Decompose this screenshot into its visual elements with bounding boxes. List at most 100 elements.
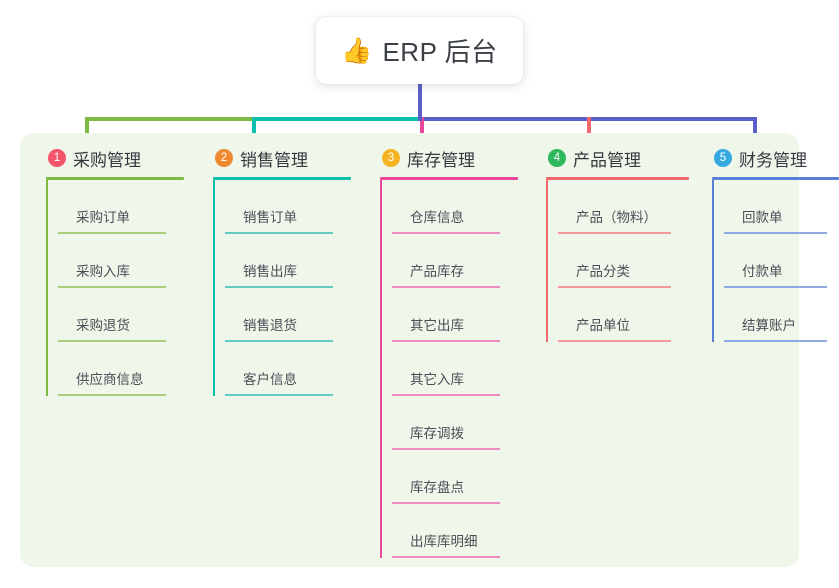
- branch-item-label: 付款单: [742, 264, 783, 279]
- branch-item[interactable]: 产品库存: [382, 234, 520, 288]
- branch-header-rule-product: [546, 177, 689, 180]
- bus-green: [85, 117, 254, 121]
- branch-title-product: 产品管理: [573, 150, 641, 170]
- branch-title-sales: 销售管理: [240, 150, 308, 170]
- branch-item[interactable]: 出库库明细: [382, 504, 520, 558]
- branch-item[interactable]: 采购订单: [48, 180, 186, 234]
- branch-item-label: 采购入库: [76, 264, 130, 279]
- branch-item-rule: [392, 448, 500, 450]
- root-node-inner: 👍 ERP 后台: [341, 32, 497, 69]
- branch-item-rule: [58, 340, 166, 342]
- branch-item[interactable]: 结算账户: [714, 288, 839, 342]
- branch-item-rule: [558, 340, 671, 342]
- branch-header-sales[interactable]: 2 销售管理: [203, 145, 353, 171]
- branch-item-rule: [58, 286, 166, 288]
- branch-item-rule: [392, 394, 500, 396]
- branch-item-label: 销售出库: [243, 264, 297, 279]
- branch-item-label: 采购退货: [76, 318, 130, 333]
- branch-item[interactable]: 仓库信息: [382, 180, 520, 234]
- branch-header-rule-sales: [213, 177, 351, 180]
- branch-header-rule-finance: [712, 177, 839, 180]
- branch-item-label: 客户信息: [243, 372, 297, 387]
- branch-item[interactable]: 产品分类: [548, 234, 691, 288]
- root-node-card[interactable]: 👍 ERP 后台: [316, 17, 523, 84]
- branch-items-sales: 销售订单销售出库销售退货客户信息: [203, 180, 353, 396]
- branch-stem-purchase: [46, 180, 48, 396]
- branch-item-label: 销售退货: [243, 318, 297, 333]
- branch-item-label: 其它出库: [410, 318, 464, 333]
- branch-number-badge-purchase: 1: [48, 149, 66, 167]
- branch-item-label: 产品单位: [576, 318, 630, 333]
- branch-item-label: 结算账户: [742, 318, 796, 333]
- branch-item[interactable]: 销售出库: [215, 234, 353, 288]
- branch-item-rule: [392, 340, 500, 342]
- branch-item[interactable]: 其它入库: [382, 342, 520, 396]
- branch-item[interactable]: 回款单: [714, 180, 839, 234]
- branch-item-label: 仓库信息: [410, 210, 464, 225]
- branch-stem-product: [546, 180, 548, 342]
- branch-item-rule: [558, 232, 671, 234]
- branch-item[interactable]: 客户信息: [215, 342, 353, 396]
- branch-item-rule: [724, 340, 827, 342]
- root-connector-line: [418, 84, 422, 121]
- branch-item[interactable]: 产品单位: [548, 288, 691, 342]
- branch-stem-sales: [213, 180, 215, 396]
- branch-items-product: 产品（物料） 产品分类产品单位: [536, 180, 691, 342]
- branch-item-label: 库存盘点: [410, 480, 464, 495]
- branch-item-label: 产品分类: [576, 264, 630, 279]
- thumbs-up-icon: 👍: [341, 37, 373, 65]
- branch-number-badge-inventory: 3: [382, 149, 400, 167]
- diagram-panel: [20, 133, 799, 567]
- branch-item-rule: [225, 286, 333, 288]
- branch-item-rule: [225, 232, 333, 234]
- branch-item-label: 回款单: [742, 210, 783, 225]
- branch-item-rule: [724, 232, 827, 234]
- branch-item-label: 其它入库: [410, 372, 464, 387]
- branch-column-inventory: 3 库存管理仓库信息产品库存其它出库其它入库库存调拨库存盘点出库库明细: [370, 145, 520, 558]
- branch-item[interactable]: 其它出库: [382, 288, 520, 342]
- branch-item[interactable]: 销售订单: [215, 180, 353, 234]
- branch-item-rule: [225, 340, 333, 342]
- branch-item[interactable]: 产品（物料）: [548, 180, 691, 234]
- branch-number-badge-sales: 2: [215, 149, 233, 167]
- root-node-title: ERP 后台: [382, 37, 498, 67]
- branch-item-label: 产品库存: [410, 264, 464, 279]
- branch-column-product: 4 产品管理产品（物料） 产品分类产品单位: [536, 145, 691, 342]
- branch-column-sales: 2 销售管理销售订单销售出库销售退货客户信息: [203, 145, 353, 396]
- branch-number-badge-product: 4: [548, 149, 566, 167]
- branch-item[interactable]: 库存盘点: [382, 450, 520, 504]
- branch-item[interactable]: 销售退货: [215, 288, 353, 342]
- branch-header-purchase[interactable]: 1 采购管理: [36, 145, 186, 171]
- branch-item-label: 库存调拨: [410, 426, 464, 441]
- branch-item-rule: [58, 394, 166, 396]
- branch-item-label: 供应商信息: [76, 372, 144, 387]
- branch-item-rule: [724, 286, 827, 288]
- branch-header-rule-purchase: [46, 177, 184, 180]
- branch-title-inventory: 库存管理: [407, 150, 475, 170]
- branch-item[interactable]: 付款单: [714, 234, 839, 288]
- branch-item[interactable]: 采购退货: [48, 288, 186, 342]
- branch-header-product[interactable]: 4 产品管理: [536, 145, 691, 171]
- branch-title-purchase: 采购管理: [73, 150, 141, 170]
- branch-item[interactable]: 库存调拨: [382, 396, 520, 450]
- branch-title-finance: 财务管理: [739, 150, 807, 170]
- branch-item-label: 采购订单: [76, 210, 130, 225]
- branch-item-rule: [392, 556, 500, 558]
- branch-item-rule: [392, 232, 500, 234]
- branch-header-inventory[interactable]: 3 库存管理: [370, 145, 520, 171]
- branch-item-label: 销售订单: [243, 210, 297, 225]
- branch-item[interactable]: 供应商信息: [48, 342, 186, 396]
- branch-item-rule: [392, 502, 500, 504]
- branch-header-rule-inventory: [380, 177, 518, 180]
- branch-stem-finance: [712, 180, 714, 342]
- branch-stem-inventory: [380, 180, 382, 558]
- branch-items-inventory: 仓库信息产品库存其它出库其它入库库存调拨库存盘点出库库明细: [370, 180, 520, 558]
- branch-item-rule: [558, 286, 671, 288]
- branch-item-label: 出库库明细: [410, 534, 478, 549]
- branch-item-rule: [225, 394, 333, 396]
- branch-items-finance: 回款单付款单结算账户: [702, 180, 839, 342]
- branch-item[interactable]: 采购入库: [48, 234, 186, 288]
